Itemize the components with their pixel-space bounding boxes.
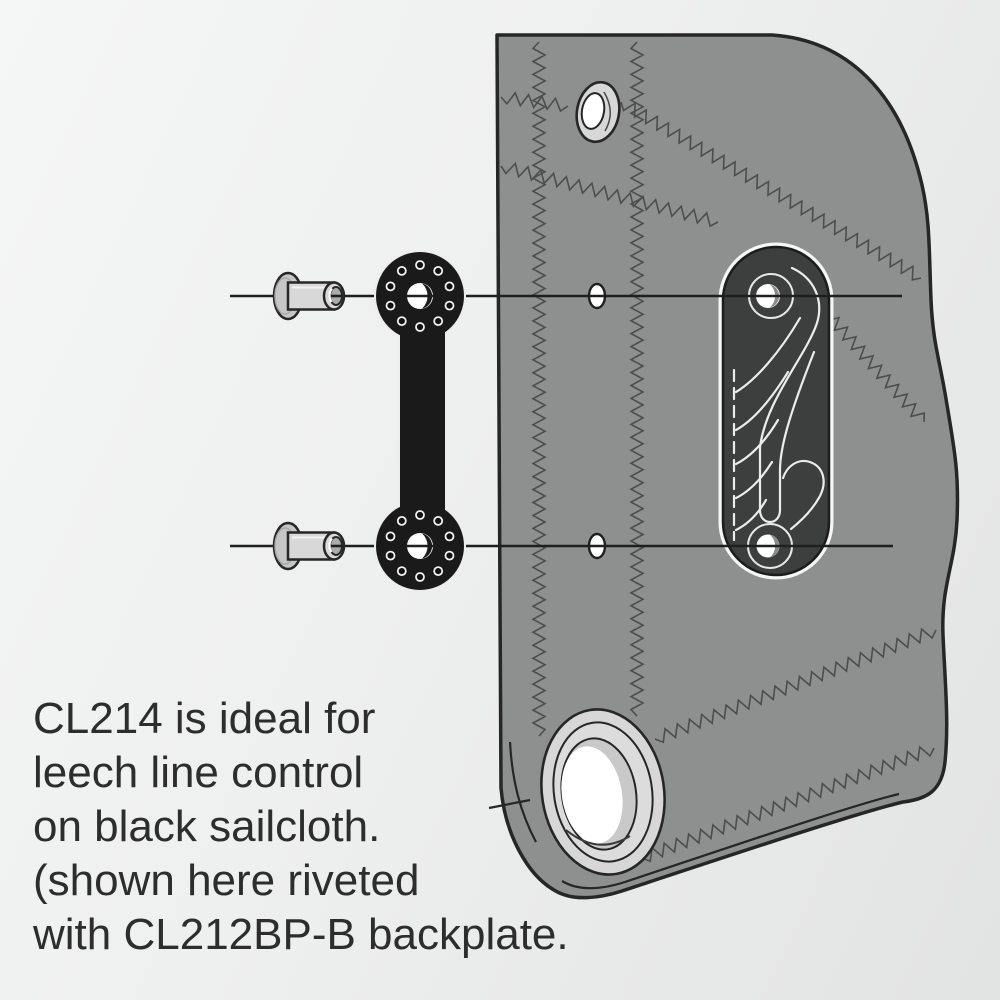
cleat-hook [781, 459, 825, 531]
backplate-stitch-hole [396, 566, 407, 576]
backplate-bar [400, 296, 445, 546]
backplate-stitch-hole [444, 281, 455, 292]
backplate-stitch-hole [433, 316, 444, 327]
caption-line-4: (shown here riveted [33, 856, 420, 905]
backplate-stitch-hole [433, 265, 444, 276]
backplate-stitch-hole [415, 260, 425, 270]
stitching [500, 41, 937, 863]
edge-seam-line [508, 741, 537, 843]
backplate-stitch-hole [415, 510, 425, 520]
cleat-body [721, 245, 831, 577]
clew-grommet-shading [565, 829, 631, 846]
stitch-seam-diag-1a [500, 91, 569, 113]
backplate-stitch-hole [396, 516, 407, 526]
clew-grommet [540, 708, 666, 876]
stitch-seam-diag-2b [824, 311, 926, 423]
stitch-seam-diag-1b [620, 101, 922, 281]
stitch-seam-lower [654, 627, 937, 744]
head-grommet-shading [603, 91, 611, 132]
caption-line-1: CL214 is ideal for [33, 694, 376, 743]
stitch-seam-diag-2a [500, 161, 719, 228]
stitch-seam-vertical-2 [629, 41, 645, 717]
cleat-fairlead-detail [732, 266, 825, 542]
hem-line [561, 792, 900, 890]
backplate-stitch-hole [444, 531, 455, 542]
stitch-seam-bottom-edge [641, 745, 935, 863]
backplate-stitch-hole [433, 516, 444, 526]
caption: CL214 is ideal for leech line control on… [33, 692, 569, 962]
backplate-stitch-hole [385, 300, 396, 311]
stitch-seam-vertical-1 [531, 41, 547, 737]
caption-line-5: with CL212BP-B backplate. [33, 910, 569, 959]
rivet-bottom [272, 521, 346, 571]
caption-line-3: on black sailcloth. [33, 802, 381, 851]
backplate-stitch-hole [385, 531, 396, 542]
backplate-stitch-hole [385, 550, 396, 561]
backplate-stitch-hole [444, 550, 455, 561]
rivet-top [272, 271, 346, 321]
clew-grommet-hole [561, 746, 623, 844]
backplate-top-small-holes [385, 260, 455, 332]
backplate-bottom-small-holes [385, 510, 455, 582]
backplate-stitch-hole [444, 300, 455, 311]
leech-tick-mark [488, 798, 531, 810]
head-grommet-hole [580, 92, 606, 130]
head-grommet [575, 80, 621, 144]
backplate-stitch-hole [415, 322, 425, 332]
backplate-stitch-hole [396, 265, 407, 276]
backplate-stitch-hole [396, 316, 407, 327]
backplate-stitch-hole [385, 281, 396, 292]
caption-line-2: leech line control [33, 748, 364, 797]
backplate-cl212bp-b [374, 250, 466, 592]
backplate-stitch-hole [433, 566, 444, 576]
backplate-stitch-hole [415, 572, 425, 582]
